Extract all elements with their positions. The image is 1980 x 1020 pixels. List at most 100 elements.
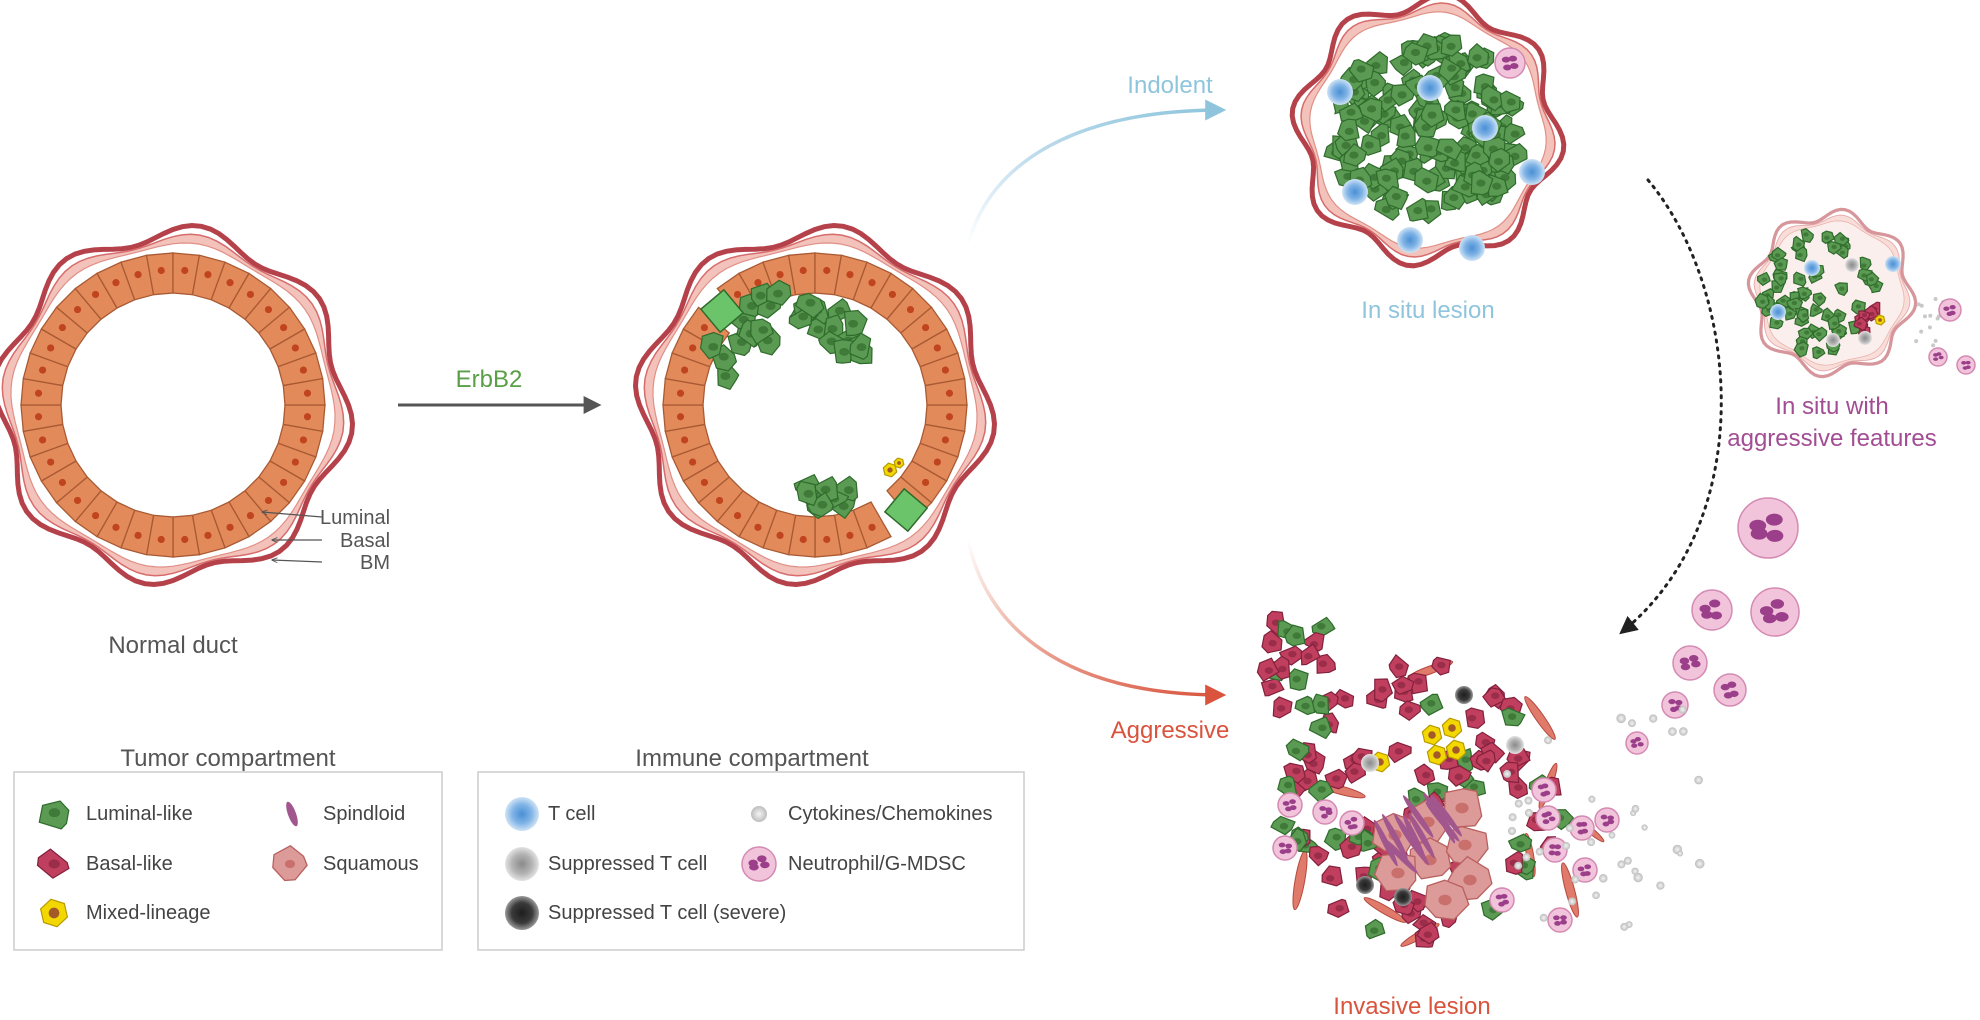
cell-nucleus [689,344,697,352]
cell-nucleus [1472,54,1482,62]
neutrophil-lobe [1607,819,1615,825]
neutrophil-lobe [1634,737,1641,742]
basal-label: Basal [340,530,390,552]
cell-nucleus [1278,665,1287,673]
neutrophil-lobe [1553,915,1560,921]
cell-nucleus [799,266,807,275]
neutrophil-lobe [1325,807,1332,813]
neutrophil-lobe [760,861,770,869]
cell-nucleus [1427,111,1437,119]
fibroblast [1363,897,1407,923]
immune-cell [1417,75,1443,101]
legend-item-cytokines: Cytokines/Chemokines [788,803,993,825]
cell-nucleus [945,389,954,397]
neutrophil-lobe [1766,529,1784,542]
cell-nucleus [1482,757,1491,765]
neutrophil-lobe [1285,806,1292,812]
neutrophil-lobe [748,859,758,867]
cell-nucleus [1516,841,1525,848]
neutrophil-lobe [1319,806,1327,811]
cell-nucleus [1370,79,1380,87]
neutrophil [1312,799,1338,825]
erbb2-label: ErbB2 [456,366,523,393]
cell-nucleus [157,535,165,544]
in-situ-aggressive-label-line2: aggressive features [1727,425,1936,452]
neutrophil [1672,645,1708,681]
neutrophil-lobe [1668,698,1676,705]
cell-nucleus [204,531,212,539]
neutrophil-lobe [1765,513,1783,526]
neutrophil [1535,805,1561,831]
cell-nucleus [754,523,762,531]
cell-nucleus [47,458,55,466]
neutrophil-lobe [1675,699,1683,706]
cell-nucleus [73,496,82,505]
immune-cell [1459,235,1485,261]
immune-cell [505,797,539,831]
neutrophil [1339,810,1365,836]
neutrophil [1272,835,1298,861]
cell-nucleus [776,271,784,279]
neutrophil-lobe [1670,706,1678,712]
cytokine-dot [1598,874,1608,883]
spindloid-cell [1382,814,1408,860]
cell-nucleus [1824,314,1831,319]
neutrophil-lobe [1577,829,1585,835]
cytokine-icon [751,806,767,822]
aggressive-arrow [966,539,1227,706]
cytokine-dot [1616,713,1626,724]
cell-nucleus [284,859,296,869]
cell-nucleus [1491,692,1500,699]
cell-nucleus [856,343,867,352]
cell-nucleus [1799,346,1805,351]
neutrophil-lobe [1580,871,1587,877]
cell-nucleus [1817,295,1823,300]
neutrophil [1531,777,1557,803]
neutrophil-lobe [1607,815,1615,821]
cell-nucleus [1454,773,1463,781]
cytokine-dot [1565,824,1574,833]
cell-nucleus [181,266,189,275]
cell-nucleus [48,808,61,818]
cell-nucleus [868,279,876,287]
cell-nucleus [718,352,729,361]
cell-nucleus [1279,822,1289,830]
cell-nucleus [1778,276,1784,281]
spindloid-cell [1398,822,1430,866]
neutrophil [1691,589,1733,631]
cell-nucleus [846,531,854,539]
neutrophil-lobe [1580,821,1588,827]
cytokine-dot [1641,824,1648,831]
cell-nucleus [1411,796,1421,803]
cell-nucleus [817,500,828,509]
neutrophil [1625,731,1649,755]
cell-nucleus [1438,894,1452,906]
neutrophil-lobe [1554,851,1561,856]
cell-nucleus [1455,802,1469,814]
cell-nucleus [1507,713,1517,720]
neutrophil-lobe [1560,915,1567,921]
cell-nucleus [47,344,55,352]
neutrophil-stream [1587,497,1800,929]
aggressive-label: Aggressive [1111,717,1230,744]
cell-nucleus [1383,96,1393,104]
neutrophil-lobe [1541,783,1549,789]
cell-nucleus [134,531,142,539]
luminal-epithelial-cell [282,377,326,406]
legend-item-basal-like: Basal-like [86,853,173,875]
cell-nucleus [91,511,100,520]
legend-item-mixed-lineage: Mixed-lineage [86,902,211,924]
cell-nucleus [897,461,901,465]
immune-cell [1342,179,1368,205]
cell-nucleus [823,535,831,544]
cell-nucleus [1419,919,1428,927]
neutrophil-lobe [1350,816,1358,822]
immune-cell [1885,256,1901,272]
cell-nucleus [226,523,234,531]
cell-nucleus [1423,144,1433,152]
cell-nucleus [112,279,120,287]
cell-nucleus [941,436,949,444]
cell-nucleus [1510,130,1520,138]
cell-nucleus [73,305,82,314]
immune-cell [505,847,539,881]
